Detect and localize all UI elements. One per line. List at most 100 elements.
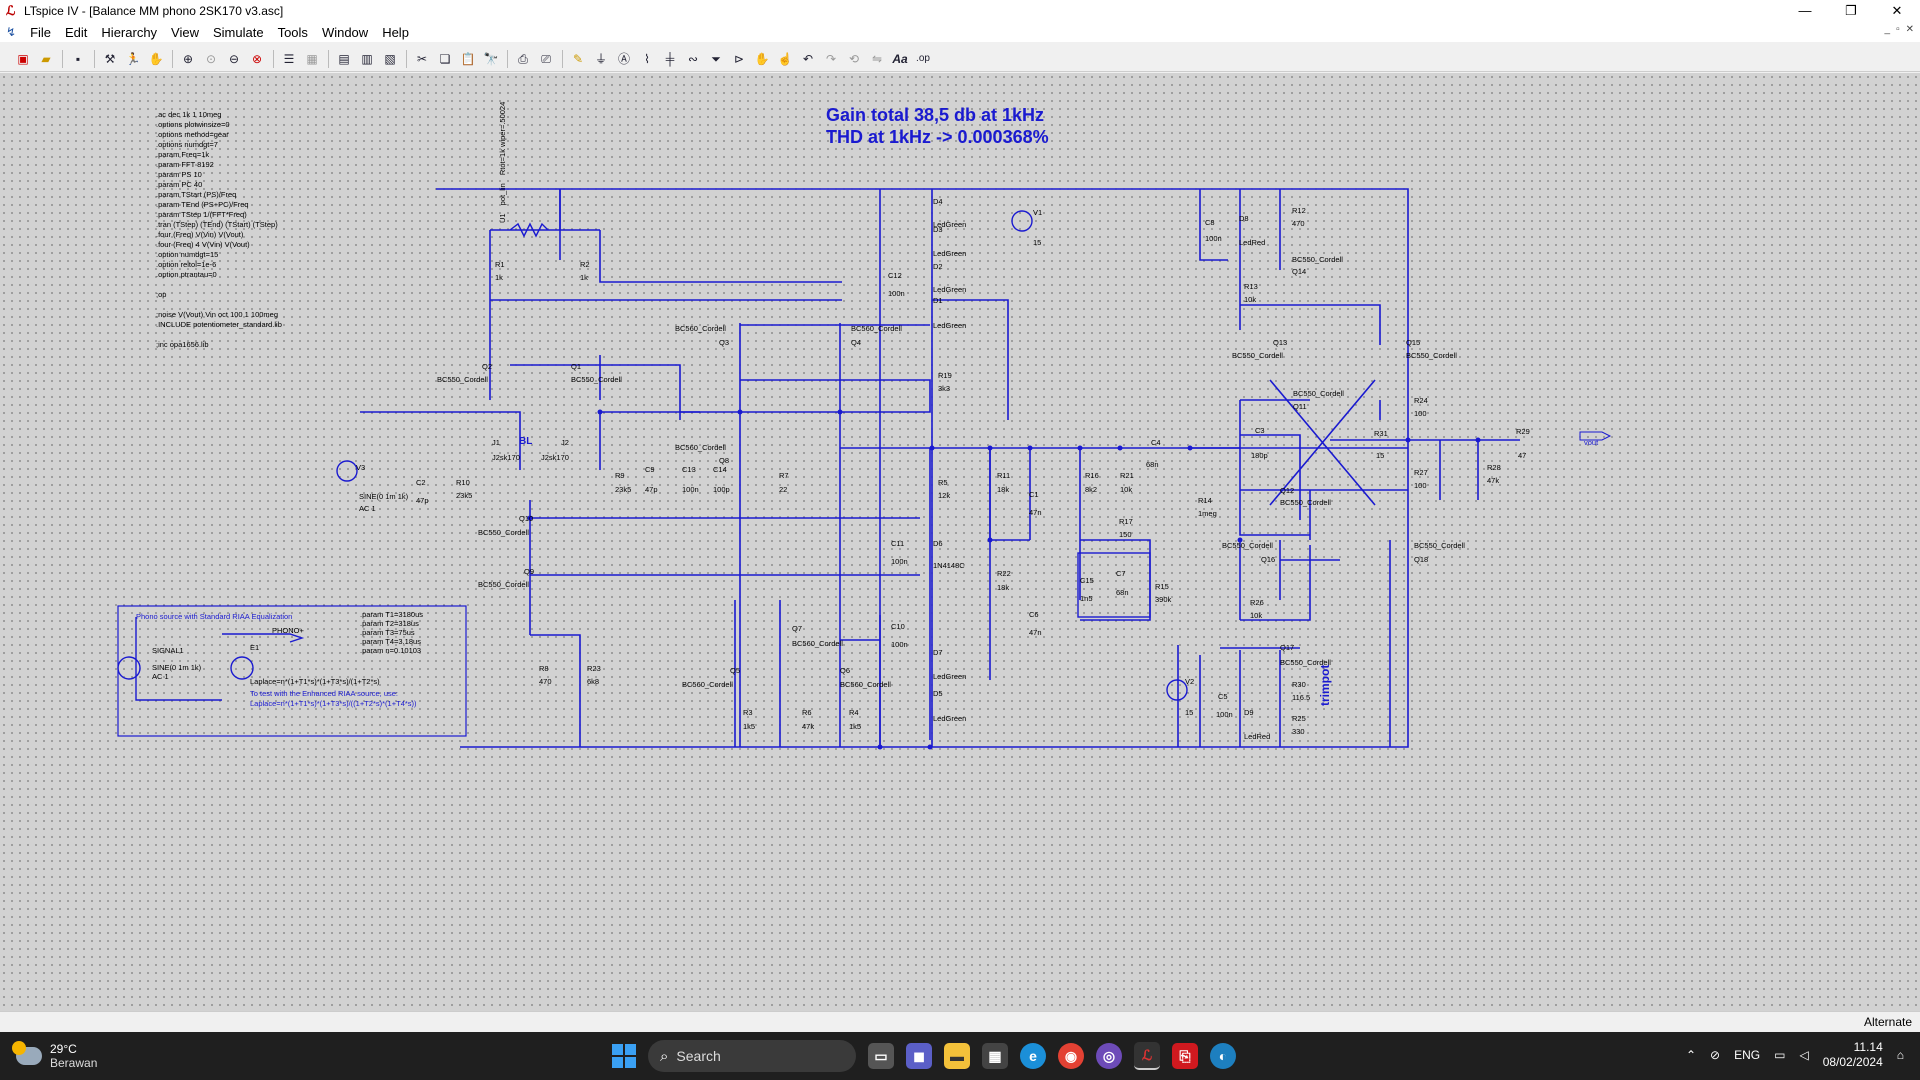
move-icon[interactable]: ☝ [777,51,793,66]
component-label: Q1 [571,362,582,371]
menu-view[interactable]: View [171,24,199,40]
drag-icon[interactable]: ✋ [754,51,770,66]
maximize-icon[interactable]: ❐ [1845,3,1857,18]
spice-directive-line: .four (Freq) 4 V(Vin) V(Vout) [156,240,250,249]
component-label: LedGreen [933,321,967,330]
param-t2: .param T2=318us [360,619,419,628]
teams-icon[interactable]: ◼ [906,1043,932,1069]
tile-horizontal-icon[interactable]: ▤ [338,51,350,66]
chevron-up-icon[interactable]: ⌃ [1685,1048,1697,1062]
notification-icon[interactable]: ⌂ [1896,1048,1904,1062]
task-view-icon[interactable]: ▭ [868,1043,894,1069]
close-icon[interactable]: ✕ [1891,3,1903,18]
network-off-icon[interactable]: ⊘ [1710,1048,1721,1062]
redo-icon[interactable]: ↷ [825,51,837,66]
file-explorer-icon[interactable]: ▬ [944,1043,970,1069]
spice-directive-icon[interactable]: .op [916,52,930,64]
window-title: LTspice IV - [Balance MM phono 2SK170 v3… [24,4,284,18]
menu-help[interactable]: Help [382,24,409,40]
component-label: R31 [1374,429,1388,438]
component-label: 23k5 [615,485,632,494]
component-label: R22 [997,569,1011,578]
signal-name: SIGNAL1 [152,646,184,655]
component-label: R24 [1414,396,1428,405]
tile-vertical-icon[interactable]: ▥ [361,51,373,66]
chrome-icon[interactable]: ◉ [1058,1043,1084,1069]
menu-file[interactable]: File [30,24,52,40]
menu-hierarchy[interactable]: Hierarchy [101,24,158,40]
mirror-icon[interactable]: ⇋ [871,51,883,66]
open-icon[interactable]: ▰ [41,51,51,66]
menu-tools[interactable]: Tools [277,24,308,40]
globe-icon[interactable]: ◐ [1210,1043,1236,1069]
print-preview-icon[interactable]: ⎚ [541,51,551,66]
cut-icon[interactable]: ✂ [416,51,428,66]
run-icon[interactable]: 🏃 [125,51,141,66]
edge-icon[interactable]: e [1020,1043,1046,1069]
mdi-minimize-icon[interactable]: _ [1884,24,1891,35]
schematic-canvas[interactable]: Gain total 38,5 db at 1kHz THD at 1kHz -… [0,73,1920,1011]
resistor-icon[interactable]: ⌇ [644,51,650,66]
rotate-icon[interactable]: ⟲ [848,51,860,66]
volume-icon[interactable]: ◁ [1799,1048,1809,1062]
undo-icon[interactable]: ↶ [802,51,814,66]
component-label: BC550_Cordell [1222,541,1273,550]
menu-window[interactable]: Window [321,24,369,40]
ground-icon[interactable]: ⏚ [594,51,607,66]
diode-icon[interactable]: ⏷ [711,51,721,66]
phono-box-title: Phono source with Standard RIAA Equaliza… [136,612,293,621]
copilot-icon[interactable]: ◎ [1096,1043,1122,1069]
component-label: R13 [1244,282,1258,291]
zoom-in-icon[interactable]: ⊕ [182,51,194,66]
component-label: 116.5 [1292,693,1311,702]
wire-icon[interactable]: ✎ [572,51,584,66]
schematic-junctions [527,409,1481,750]
component-label: LedGreen [933,285,967,294]
e-name: E1 [250,643,260,652]
inductor-icon[interactable]: ∾ [687,51,699,66]
component-label: 390k [1155,595,1172,604]
menu-edit[interactable]: Edit [65,24,88,40]
mdi-close-icon[interactable]: ✕ [1905,24,1914,35]
fft-icon[interactable]: ▦ [306,51,318,66]
clock[interactable]: 11.14 08/02/2024 [1823,1040,1883,1070]
network-icon[interactable]: ▭ [1774,1048,1786,1062]
paste-icon[interactable]: 📋 [460,51,476,66]
weather-widget[interactable]: 29°C Berawan [12,1041,97,1070]
cascade-icon[interactable]: ▧ [384,51,396,66]
acrobat-icon[interactable]: ⎘ [1172,1043,1198,1069]
component-label: BC560_Cordell [675,324,726,333]
capacitor-icon[interactable]: ╪ [665,51,675,66]
new-schematic-icon[interactable]: ▣ [17,51,29,66]
component-label: 1meg [1198,509,1217,518]
mdi-restore-icon[interactable]: ▫ [1896,24,1900,35]
start-icon[interactable] [612,1044,636,1068]
zoom-out-icon[interactable]: ⊖ [228,51,240,66]
copy-icon[interactable]: ❏ [439,51,451,66]
component-label: 100n [891,640,908,649]
alt-laplace: Laplace=n*(1+T1*s)*(1+T3*s)/((1+T2*s)*(1… [250,699,417,708]
halt-icon[interactable]: ✋ [148,51,164,66]
signal-spec-2: AC 1 [152,672,169,681]
language-indicator[interactable]: ENG [1734,1048,1761,1062]
save-icon[interactable]: ▪ [75,51,81,66]
gain-annotation: Gain total 38,5 db at 1kHz THD at 1kHz -… [826,104,1049,148]
control-panel-icon[interactable]: ⚒ [104,51,116,66]
print-icon[interactable]: ⎙ [518,51,528,66]
spice-directive-line: .option numdgt=15 [156,250,219,259]
menu-simulate[interactable]: Simulate [213,24,264,40]
text-icon[interactable]: Aa [892,51,908,66]
store-icon[interactable]: ▦ [982,1043,1008,1069]
app-menu-icon[interactable]: ↯ [6,25,17,39]
label-net-icon[interactable]: Ⓐ [617,51,630,66]
find-icon[interactable]: 🔭 [483,51,499,66]
component-label: R2 [580,260,590,269]
ltspice-icon[interactable]: ℒ [1134,1042,1160,1070]
component-icon[interactable]: ⊳ [733,51,745,66]
component-label: AC 1 [359,504,376,513]
autorange-icon[interactable]: ☰ [283,51,295,66]
minimize-icon[interactable]: — [1798,3,1812,18]
pan-icon[interactable]: ⊙ [205,51,217,66]
zoom-fit-icon[interactable]: ⊗ [251,51,263,66]
taskbar-search[interactable]: ⌕ Search [648,1040,856,1072]
